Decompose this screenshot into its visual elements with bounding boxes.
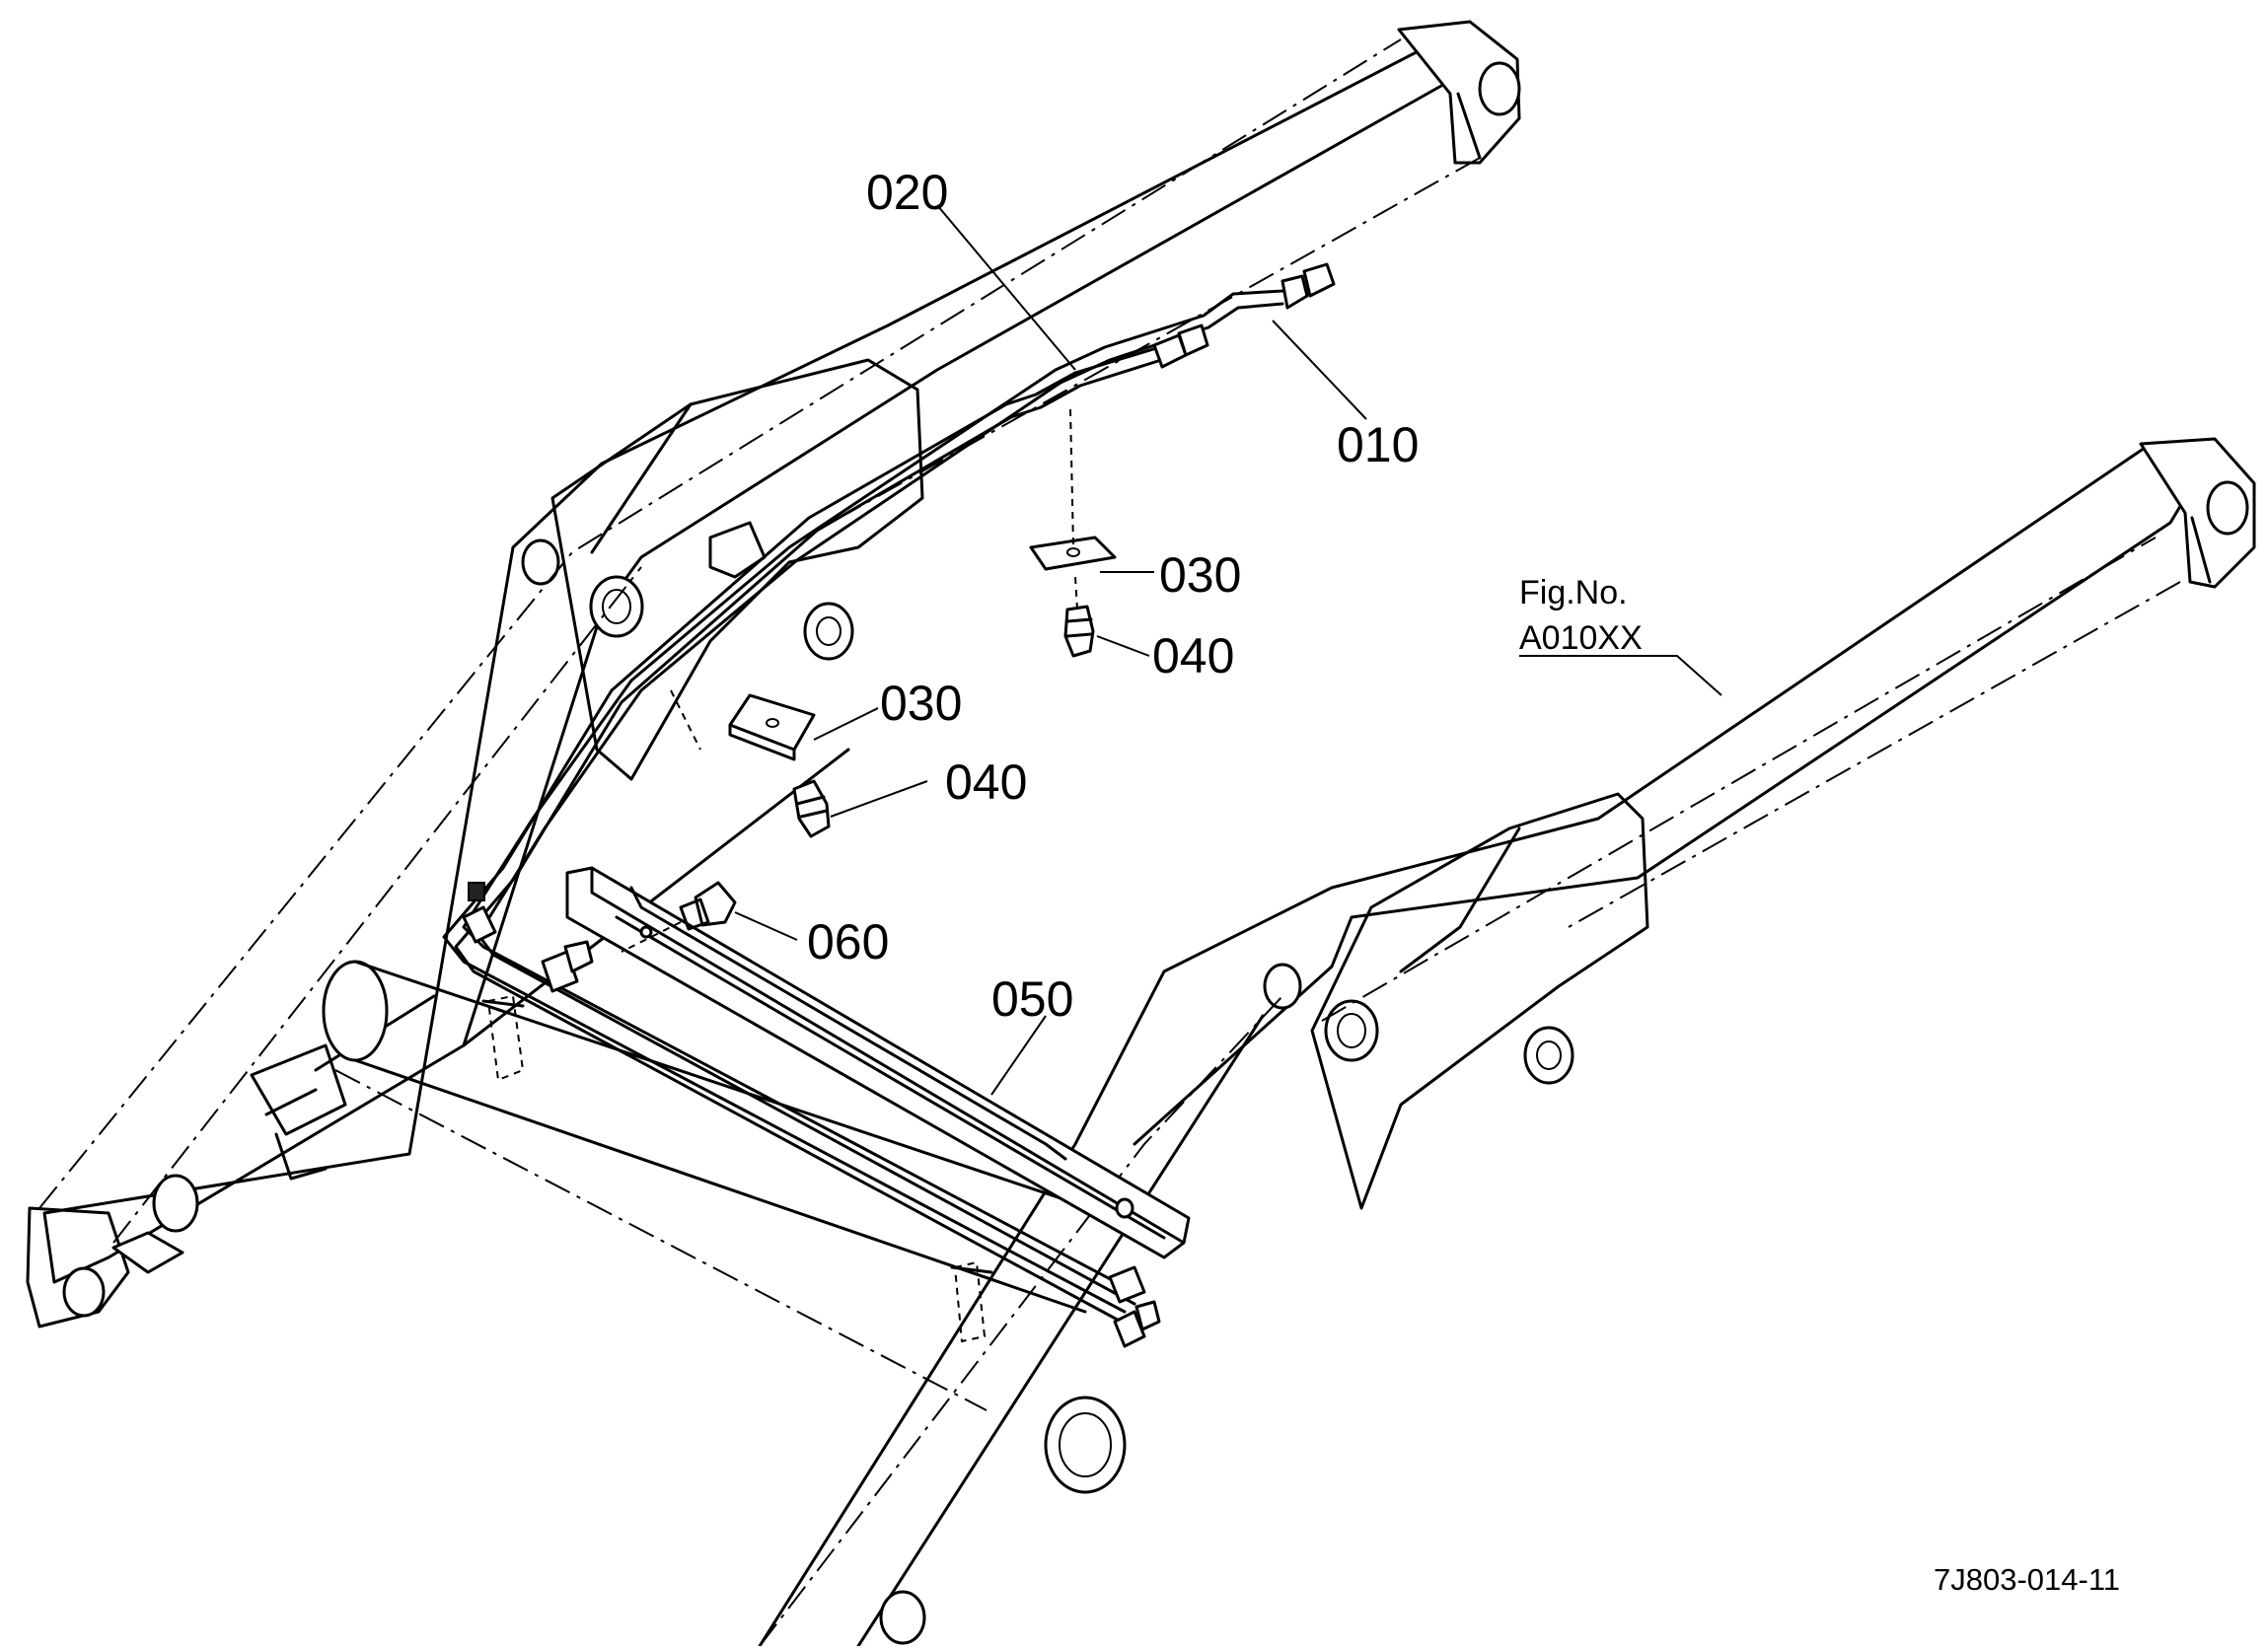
- hydraulic-pipe-010: [462, 289, 1284, 1306]
- callout-060: 060: [807, 914, 889, 969]
- nut-040-lower: [792, 779, 831, 838]
- channel-bracket-050: [565, 866, 1191, 1259]
- callout-010: 010: [1337, 417, 1419, 472]
- callout-040-upper: 040: [1152, 628, 1234, 683]
- figure-reference-number: A010XX: [1519, 619, 1643, 657]
- callout-030-upper: 030: [1159, 547, 1241, 603]
- figure-reference-label: Fig.No.: [1519, 574, 1628, 611]
- nut-040-upper: [1063, 576, 1095, 658]
- callout-030-lower: 030: [880, 676, 962, 731]
- cross-tube: [322, 960, 1136, 1411]
- callout-050: 050: [991, 971, 1073, 1027]
- callout-040-lower: 040: [945, 754, 1027, 810]
- hydraulic-pipe-020: [442, 333, 1201, 1326]
- drawing-code: 7J803-014-11: [1934, 1562, 2120, 1597]
- left-boom-arm: [26, 20, 1521, 1328]
- callout-020: 020: [866, 165, 948, 220]
- clamp-plate-030-upper: [1029, 408, 1117, 571]
- right-boom-arm: [758, 437, 2256, 1648]
- fitting-060: [621, 881, 737, 953]
- leader-lines: [734, 204, 1722, 1096]
- pipe-fittings: [462, 262, 1336, 1348]
- clamp-plate-030-lower: [670, 689, 816, 761]
